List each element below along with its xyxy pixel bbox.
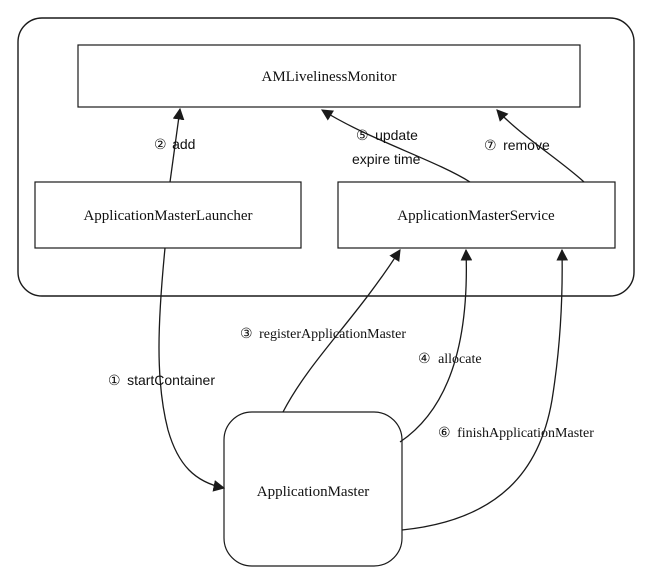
edge-start-number: ① [108, 374, 121, 389]
edge-register-text: registerApplicationMaster [259, 327, 406, 342]
edge-register-arrow [282, 249, 401, 413]
edge-update-number: ⑤ [356, 127, 369, 143]
edge-add-text: add [172, 136, 195, 152]
node-label: AMLivelinessMonitor [262, 69, 397, 85]
edge-start-arrow [158, 247, 226, 492]
node-label: ApplicationMasterLauncher [83, 208, 252, 224]
node-application-master[interactable]: ApplicationMaster [223, 411, 403, 567]
resource-manager-container [17, 17, 635, 297]
edge-update-label-line2: expire time [352, 151, 421, 167]
edge-allocate-number: ④ [418, 352, 431, 367]
edge-add-number: ② [154, 136, 167, 152]
edge-finish-label: ⑥ finishApplicationMaster [438, 426, 594, 441]
edge-add-label: ② add [154, 136, 195, 153]
edge-finish-number: ⑥ [438, 426, 451, 441]
node-label: ApplicationMaster [257, 484, 369, 500]
node-box [337, 181, 616, 249]
edge-add-arrow [169, 107, 185, 183]
edge-update-arrow [321, 109, 471, 183]
node-box [77, 44, 581, 108]
edge-finish-text: finishApplicationMaster [457, 426, 594, 441]
node-am-liveliness-monitor[interactable]: AMLivelinessMonitor [77, 44, 581, 108]
edge-start-label: ① startContainer [108, 372, 215, 389]
edge-update-label-line1: ⑤ update [356, 127, 418, 144]
edge-allocate-label: ④ allocate [418, 352, 482, 367]
node-label: ApplicationMasterService [397, 208, 555, 224]
edge-allocate-text: allocate [438, 352, 482, 367]
node-box [34, 181, 302, 249]
edge-update-text-1: update [375, 127, 418, 143]
edge-remove-arrow [496, 109, 585, 183]
edge-finish-arrow [401, 248, 569, 531]
node-application-master-service[interactable]: ApplicationMasterService [337, 181, 616, 249]
edge-remove-text: remove [503, 137, 550, 153]
edge-register-label: ③ registerApplicationMaster [240, 327, 406, 342]
edge-remove-number: ⑦ [484, 137, 497, 153]
edge-register-number: ③ [240, 327, 253, 342]
edge-start-text: startContainer [127, 372, 215, 388]
edge-remove-label: ⑦ remove [484, 137, 550, 154]
node-application-master-launcher[interactable]: ApplicationMasterLauncher [34, 181, 302, 249]
edge-allocate-arrow [399, 248, 473, 443]
